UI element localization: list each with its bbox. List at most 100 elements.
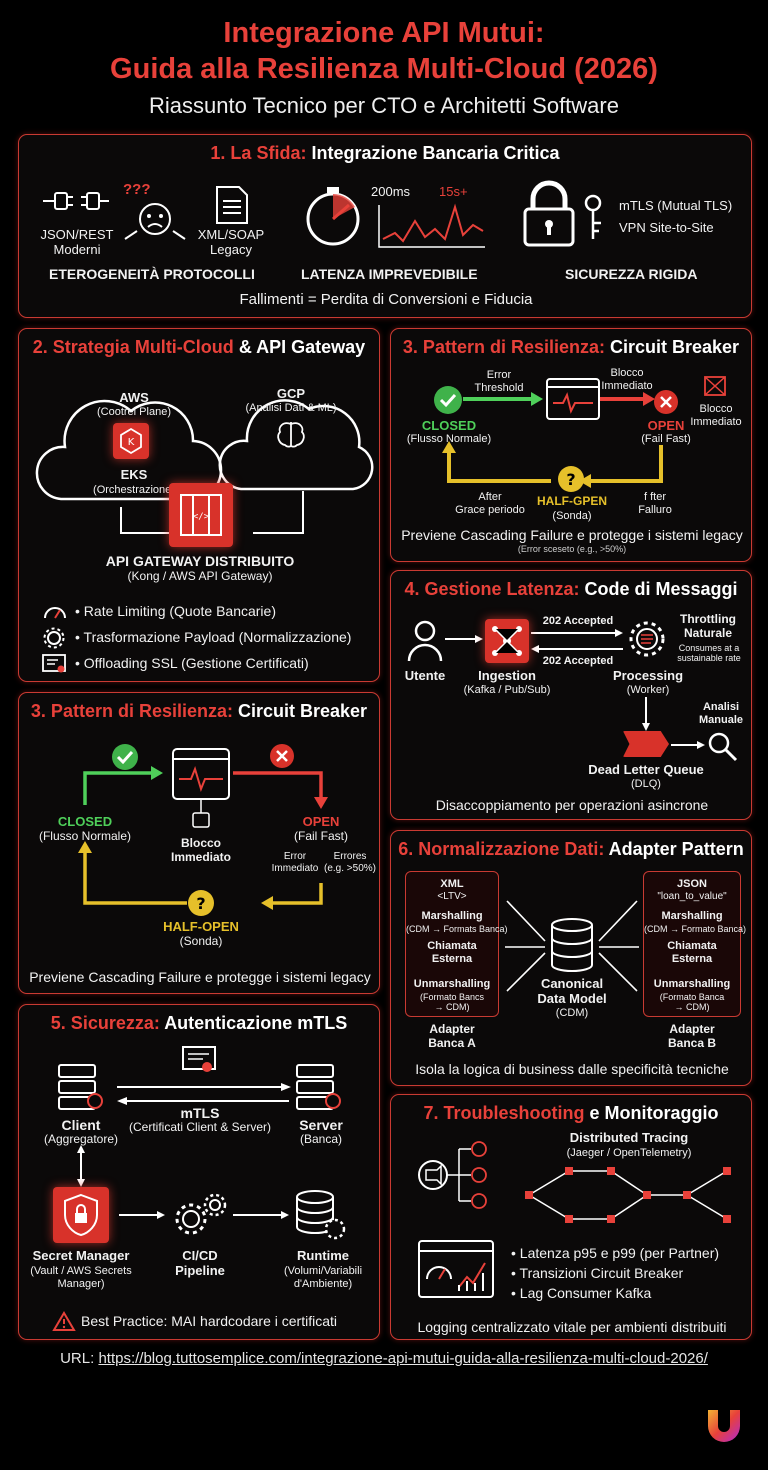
cloud-diagram bbox=[35, 399, 374, 534]
section-circuit-breaker-a: 3. Pattern di Resilienza: Circuit Breake… bbox=[390, 328, 752, 562]
security-label: SICUREZZA RIGIDA bbox=[565, 266, 698, 282]
certificate-icon bbox=[42, 654, 66, 673]
latency-chart-icon bbox=[378, 203, 485, 248]
gcp-label: GCP bbox=[276, 386, 306, 401]
after-grace-label: After Grace periodo bbox=[455, 491, 525, 516]
latency-15s: 15s+ bbox=[439, 184, 468, 199]
processing-label: Processing bbox=[612, 668, 684, 683]
gateway-label: API GATEWAY DISTRIBUITO bbox=[105, 553, 295, 569]
accepted-label-2: 202 Accepted bbox=[542, 655, 614, 667]
question-icon: ? bbox=[188, 890, 214, 916]
plug-icon bbox=[43, 192, 109, 210]
confused-face-icon bbox=[124, 203, 186, 240]
open-sub: (Fail Fast) bbox=[641, 433, 691, 445]
bank-server-icon bbox=[296, 1064, 341, 1110]
x-icon bbox=[270, 744, 294, 768]
question-icon: ? bbox=[558, 466, 584, 492]
section-title: 7. Troubleshooting e Monitoraggio bbox=[423, 1103, 719, 1123]
adapter-a-label: Adapter Banca A bbox=[428, 1022, 476, 1050]
gateway-feature: • Rate Limiting (Quote Bancarie) bbox=[75, 603, 276, 619]
server-sub: (Banca) bbox=[299, 1132, 343, 1146]
gateway-sub: (Kong / AWS API Gateway) bbox=[127, 569, 273, 583]
secret-manager-label: Secret Manager bbox=[32, 1248, 130, 1263]
half-open-sub: (Sonda) bbox=[179, 934, 223, 948]
ingestion-label: Ingestion bbox=[478, 668, 536, 683]
dlq-label: Dead Letter Queue bbox=[588, 762, 704, 777]
vpn-label: VPN Site-to-Site bbox=[619, 220, 714, 235]
after-failure-label: f fter Falluro bbox=[638, 491, 672, 516]
section-challenge: 1. La Sfida: Integrazione Bancaria Criti… bbox=[18, 134, 752, 318]
monitor-metric: • Lag Consumer Kafka bbox=[511, 1285, 652, 1301]
runtime-label: Runtime bbox=[297, 1248, 349, 1263]
warning-icon bbox=[52, 1311, 76, 1331]
page-title-line1: Integrazione API Mutui: bbox=[223, 17, 545, 49]
gateway-feature: • Offloading SSL (Gestione Certificati) bbox=[75, 655, 309, 671]
eks-icon: K bbox=[113, 423, 149, 459]
dlq-sub: (DLQ) bbox=[631, 778, 661, 790]
runtime-sub: (Volumi/Variabili d'Ambiente) bbox=[283, 1265, 363, 1290]
x-icon bbox=[654, 390, 678, 414]
dashboard-icon bbox=[418, 1240, 494, 1298]
cdm-label: Canonical Data Model bbox=[537, 976, 607, 1006]
section-title: 1. La Sfida: Integrazione Bancaria Criti… bbox=[210, 143, 560, 163]
queue-arrows bbox=[445, 629, 705, 749]
svg-text:K: K bbox=[128, 437, 135, 448]
client-label: Client bbox=[61, 1117, 101, 1133]
section-title: 5. Sicurezza: Autenticazione mTLS bbox=[50, 1013, 348, 1033]
latency-label: LATENZA IMPREVEDIBILE bbox=[301, 266, 478, 282]
half-open-state: HALF-OPEN bbox=[163, 919, 239, 934]
closed-state: CLOSED bbox=[57, 814, 113, 829]
section-circuit-breaker-b: 3. Pattern di Resilienza: Circuit Breake… bbox=[18, 692, 380, 994]
svg-text:?: ? bbox=[566, 470, 575, 489]
adapter-b-label: Adapter Banca B bbox=[667, 1022, 717, 1050]
open-state: OPEN bbox=[302, 814, 340, 829]
page-subtitle: Riassunto Tecnico per CTO e Architetti S… bbox=[149, 93, 619, 118]
closed-state: CLOSED bbox=[421, 418, 477, 433]
client-server-icon bbox=[58, 1064, 103, 1110]
ingestion-sub: (Kafka / Pub/Sub) bbox=[463, 684, 551, 696]
page-title-line2: Guida alla Resilienza Multi-Cloud (2026) bbox=[110, 53, 658, 85]
mtls-label: mTLS (Mutual TLS) bbox=[619, 198, 733, 213]
brand-logo-icon bbox=[708, 1410, 740, 1442]
gateway-feature: • Trasformazione Payload (Normalizzazion… bbox=[75, 629, 352, 645]
section-adapter: 6. Normalizzazione Dati: Adapter Pattern… bbox=[390, 830, 752, 1086]
svg-text:</>: </> bbox=[193, 512, 210, 522]
stopwatch-icon bbox=[306, 187, 360, 246]
latency-200ms: 200ms bbox=[371, 184, 411, 199]
gcp-sub: (Analisi Dati & ML) bbox=[245, 402, 337, 414]
section-footer: Isola la logica di business dalle specif… bbox=[415, 1061, 729, 1077]
padlock-icon bbox=[523, 180, 575, 247]
section-footer: Logging centralizzato vitale per ambient… bbox=[417, 1319, 727, 1335]
source-url: URL: https://blog.tuttosemplice.com/inte… bbox=[60, 1350, 708, 1367]
gears-icon bbox=[629, 621, 665, 657]
url-link[interactable]: https://blog.tuttosemplice.com/integrazi… bbox=[98, 1350, 708, 1367]
state-arrows bbox=[78, 748, 328, 910]
analisi-label: Analisi Manuale bbox=[698, 701, 743, 726]
section-title: 4. Gestione Latenza: Code di Messaggi bbox=[404, 579, 738, 599]
blocco-label: Blocco Immediato bbox=[170, 836, 231, 864]
utente-label: Utente bbox=[404, 668, 446, 683]
blocco-label: Blocco Immediato bbox=[601, 367, 653, 392]
closed-sub: (Flusso Normale) bbox=[38, 829, 131, 843]
client-sub: (Aggregatore) bbox=[43, 1132, 119, 1146]
mtls-sub: (Certificati Client & Server) bbox=[128, 1120, 272, 1134]
kafka-icon bbox=[485, 619, 529, 663]
section-multicloud: 2. Strategia Multi-Cloud & API Gateway A… bbox=[18, 328, 380, 682]
half-open-state: HALF-GPEN bbox=[537, 494, 607, 508]
dlq-icon bbox=[623, 731, 669, 757]
trace-graph-icon bbox=[525, 1167, 731, 1223]
adapter-arrows bbox=[505, 900, 639, 992]
throttling-sub: Consumes at a sustainable rate bbox=[677, 643, 741, 664]
heterogeneity-label: ETEROGENEITÀ PROTOCOLLI bbox=[49, 266, 255, 282]
eks-sub: (Orchestrazione) bbox=[93, 484, 175, 496]
tracing-tree-icon bbox=[418, 1141, 487, 1209]
mtls-label: mTLS bbox=[180, 1105, 220, 1121]
tracing-sub: (Jaeger / OpenTelemetry) bbox=[566, 1147, 692, 1159]
section-footer: Previene Cascading Failure e protegge i … bbox=[401, 527, 743, 543]
gauge-icon bbox=[44, 607, 66, 619]
gcp-cloud-icon bbox=[218, 399, 374, 491]
tracing-label: Distributed Tracing bbox=[569, 1130, 689, 1145]
key-icon bbox=[584, 194, 602, 239]
section-footer: Disaccoppiamento per operazioni asincron… bbox=[435, 797, 709, 813]
